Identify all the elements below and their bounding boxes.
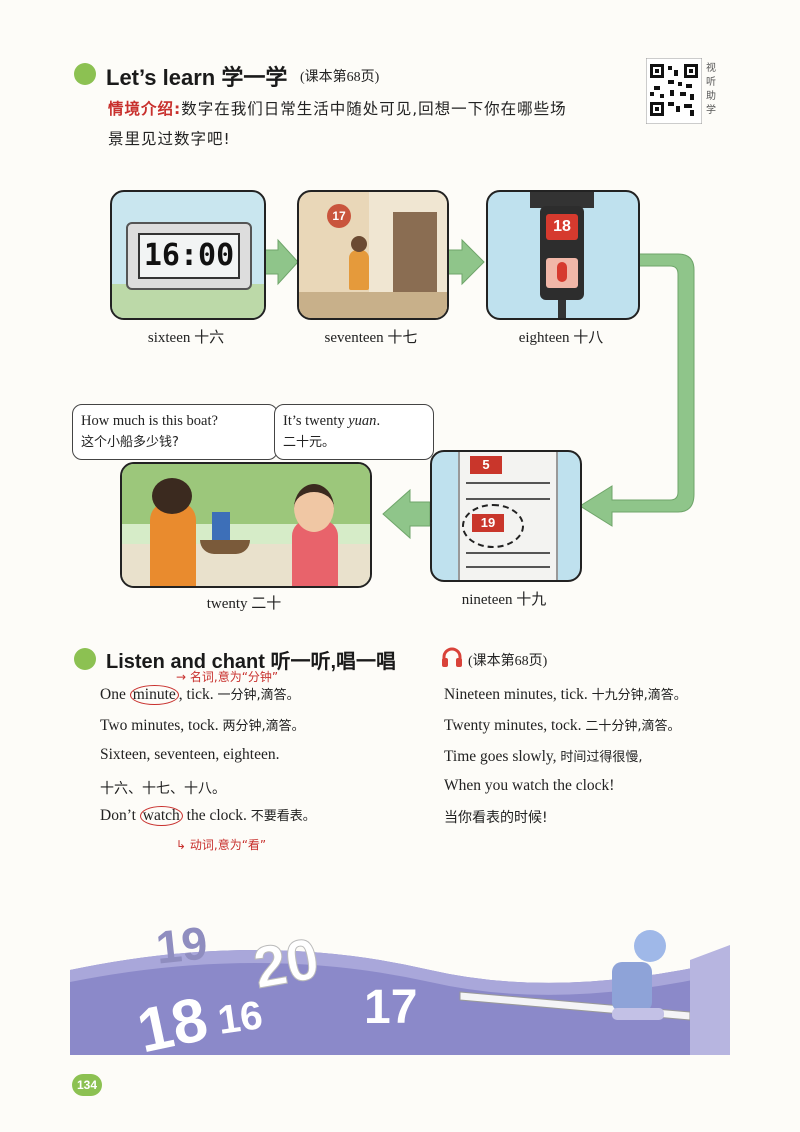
chant-line-4: 十六、十七、十八。 (100, 781, 226, 797)
clock-scene-image: 16:00 (110, 190, 266, 320)
arrow-loop-icon (579, 253, 695, 527)
door-scene-image: 17 (297, 190, 449, 320)
footer-number-20: 20 (248, 925, 324, 1002)
traffic-light-countdown: 18 (546, 214, 578, 240)
footer-number-16: 16 (215, 993, 266, 1043)
chant-line-6: Nineteen minutes, tick. 十九分钟,滴答。 (444, 686, 687, 703)
learn-section-title: Let’s learn 学一学 (106, 65, 288, 90)
qr-side-label: 视听助学 (706, 63, 716, 116)
caption-nineteen: nineteen 十九 (461, 592, 547, 608)
answer-bubble: It’s twenty yuan. 二十元。 (274, 404, 434, 460)
clock-digital-display: 16:00 (138, 233, 240, 279)
footer-number-18: 18 (131, 984, 214, 1067)
arrow-right-icon (262, 238, 299, 286)
number-sign: 5 19 (458, 452, 558, 580)
footer-number-19: 19 (153, 916, 210, 974)
section-bullet-icon (74, 63, 96, 85)
chant-line-7: Twenty minutes, tock. 二十分钟,滴答。 (444, 717, 681, 734)
chant-line-3: Sixteen, seventeen, eighteen. (100, 746, 280, 763)
road-sign-scene-image: 5 19 (430, 450, 582, 582)
caption-eighteen: eighteen 十八 (518, 330, 604, 346)
footer-illustration (70, 930, 730, 1055)
arrow-left-icon (382, 488, 431, 540)
caption-sixteen: sixteen 十六 (147, 330, 225, 346)
alarm-clock: 16:00 (126, 222, 252, 290)
question-chinese: 这个小船多少钱? (81, 435, 179, 450)
learn-page-reference: (课本第68页) (300, 70, 380, 85)
sign-number-top: 5 (470, 456, 502, 474)
question-bubble: How much is this boat? 这个小船多少钱? (72, 404, 278, 460)
footer-number-17: 17 (364, 981, 418, 1034)
arrow-right-icon (446, 238, 485, 286)
boy-left (150, 502, 196, 586)
scene-flow-arrows (262, 238, 695, 540)
intro-line-1: 数字在我们日常生活中随处可见,回想一下你在哪些场 (181, 100, 567, 118)
page-number-badge: 134 (72, 1074, 102, 1096)
annotation-minute: → 名词,意为“分钟” (176, 670, 279, 684)
answer-english: It’s twenty yuan. (283, 413, 381, 429)
boat-shop-scene-image (120, 462, 372, 588)
answer-chinese: 二十元。 (283, 435, 336, 450)
chant-section-title: Listen and chant 听一听,唱一唱 (106, 651, 397, 673)
caption-twenty: twenty 二十 (206, 596, 282, 612)
question-english: How much is this boat? (81, 413, 218, 429)
intro-label: 情境介绍: (108, 100, 182, 118)
chant-line-1: One minute, tick. 一分钟,滴答。 (100, 685, 300, 705)
traffic-light-scene-image: 18 (486, 190, 640, 320)
toy-boat (200, 540, 250, 554)
caption-seventeen: seventeen 十七 (324, 330, 418, 346)
chant-line-10: 当你看表的时候! (444, 810, 548, 826)
traffic-light: 18 (540, 206, 584, 300)
intro-paragraph: 情境介绍:数字在我们日常生活中随处可见,回想一下你在哪些场 景里见过数字吧! (108, 94, 648, 154)
highlight-minute: minute (129, 685, 179, 705)
chant-line-2: Two minutes, tock. 两分钟,滴答。 (100, 717, 305, 734)
intro-line-2: 景里见过数字吧! (108, 130, 231, 148)
headphones-icon[interactable] (440, 645, 464, 669)
chant-line-5: Don’t watch the clock. 不要看表。 (100, 806, 316, 826)
chant-line-9: When you watch the clock! (444, 777, 615, 794)
section-bullet-icon (74, 648, 96, 670)
chant-page-reference: (课本第68页) (468, 654, 548, 669)
door-number-plate: 17 (327, 204, 351, 228)
chant-line-8: Time goes slowly, 时间过得很慢, (444, 748, 643, 765)
highlight-watch: watch (139, 806, 183, 826)
qr-code-icon[interactable] (645, 57, 703, 125)
annotation-watch: ↳ 动词,意为“看” (176, 838, 267, 852)
